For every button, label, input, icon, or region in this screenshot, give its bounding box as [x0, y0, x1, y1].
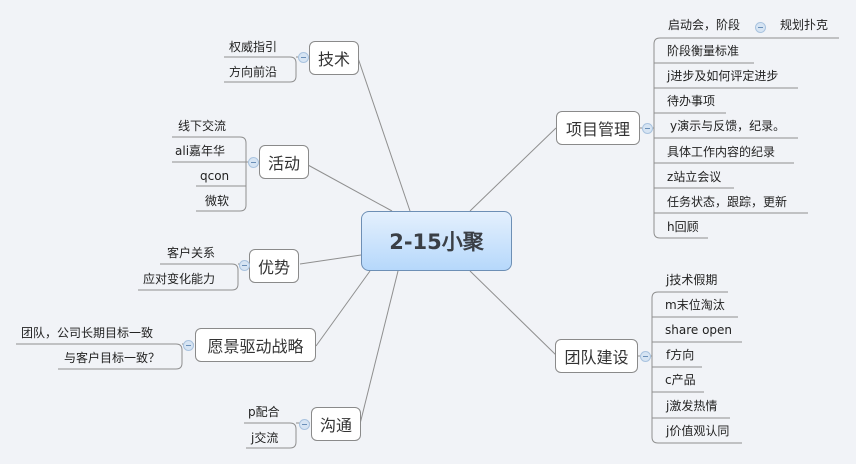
subtopic[interactable]: z站立会议	[667, 170, 722, 184]
subtopic[interactable]: p配合	[248, 405, 280, 419]
subtopic[interactable]: y演示与反馈，纪录。	[670, 119, 786, 133]
topic-activity[interactable]: 活动	[259, 145, 309, 179]
subtopic[interactable]: h回顾	[667, 220, 699, 234]
subtopic[interactable]: 方向前沿	[229, 65, 278, 79]
subtopic[interactable]: 线下交流	[178, 119, 227, 133]
subtopic[interactable]: 团队，公司长期目标一致	[21, 326, 154, 340]
collapse-icon[interactable]	[239, 260, 250, 271]
subtopic[interactable]: 具体工作内容的纪录	[667, 145, 776, 159]
subtopic[interactable]: 应对变化能力	[143, 272, 216, 286]
subtopic-grandchild[interactable]: 规划扑克	[780, 18, 829, 32]
collapse-icon[interactable]	[298, 52, 309, 63]
collapse-icon[interactable]	[755, 22, 766, 33]
subtopic[interactable]: j价值观认同	[666, 424, 730, 438]
subtopic[interactable]: f方向	[666, 348, 695, 362]
subtopic[interactable]: j激发热情	[666, 399, 718, 413]
subtopic[interactable]: c产品	[665, 373, 696, 387]
subtopic[interactable]: 权威指引	[229, 40, 278, 54]
collapse-icon[interactable]	[183, 340, 194, 351]
subtopic[interactable]: 任务状态，跟踪，更新	[667, 195, 788, 209]
subtopic[interactable]: j交流	[251, 431, 279, 445]
subtopic[interactable]: 与客户目标一致？	[64, 351, 161, 365]
subtopic[interactable]: j技术假期	[666, 273, 718, 287]
subtopic[interactable]: 微软	[205, 194, 230, 208]
collapse-icon[interactable]	[248, 157, 259, 168]
subtopic[interactable]: ali嘉年华	[175, 144, 226, 158]
topic-project-management[interactable]: 项目管理	[556, 111, 640, 145]
central-topic[interactable]: 2-15小聚	[361, 211, 512, 271]
subtopic[interactable]: j进步及如何评定进步	[667, 69, 779, 83]
subtopic[interactable]: 待办事项	[667, 94, 716, 108]
subtopic[interactable]: m末位淘汰	[665, 298, 725, 312]
topic-team-building[interactable]: 团队建设	[555, 339, 638, 373]
subtopic[interactable]: share open	[665, 323, 733, 337]
collapse-icon[interactable]	[642, 123, 653, 134]
subtopic[interactable]: 客户关系	[167, 246, 216, 260]
subtopic[interactable]: qcon	[200, 169, 230, 183]
topic-vision[interactable]: 愿景驱动战略	[195, 328, 316, 362]
collapse-icon[interactable]	[299, 419, 310, 430]
subtopic[interactable]: 启动会，阶段	[668, 18, 741, 32]
topic-advantage[interactable]: 优势	[249, 249, 299, 283]
subtopic[interactable]: 阶段衡量标准	[667, 44, 740, 58]
collapse-icon[interactable]	[640, 351, 651, 362]
topic-communication[interactable]: 沟通	[311, 407, 361, 441]
topic-tech[interactable]: 技术	[309, 41, 359, 75]
